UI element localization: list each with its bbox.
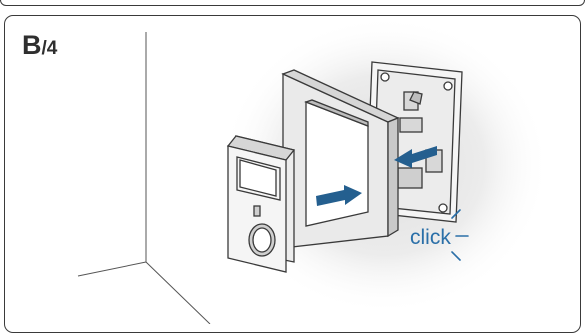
wall-corner: [77, 32, 211, 324]
thermostat-device: [226, 135, 296, 273]
insert-arrow-device: [316, 185, 362, 206]
click-text: click: [410, 226, 451, 249]
mounting-illustration: click: [77, 15, 550, 324]
insert-arrow-frame: [394, 146, 437, 168]
step-letter: B: [22, 30, 42, 60]
click-marks: [451, 209, 469, 261]
click-callout: click: [410, 209, 469, 261]
step-label: B/4: [22, 32, 57, 59]
step-number: /4: [41, 38, 58, 59]
